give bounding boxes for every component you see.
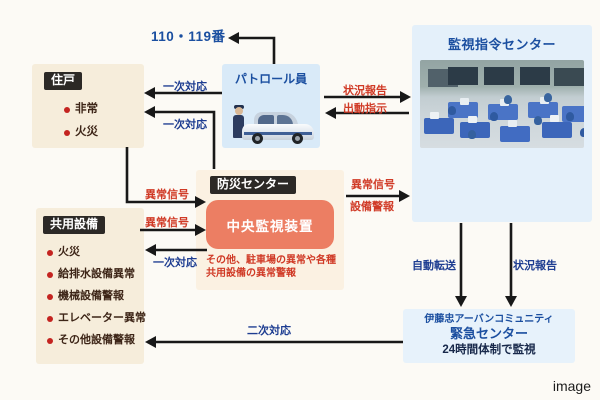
desks-icon: [424, 118, 454, 134]
wall-screens-icon: [448, 67, 478, 85]
arrowhead-right: [399, 190, 410, 202]
residence-box: 住戸 非常 火災: [32, 64, 144, 148]
image-credit-label: image: [552, 378, 591, 394]
patrol-car-illustration: [222, 89, 320, 147]
device-caption-line2: 共用設備の異常警報: [206, 268, 296, 279]
arrowhead-down: [455, 296, 467, 307]
control-room-photo: [420, 60, 584, 148]
facility-item-elevator: エレベーター異常: [47, 311, 146, 326]
shared-facilities-box: 共用設備 火災 給排水設備異常 機械設備警報 エレベーター異常 その他設備警報: [36, 208, 146, 364]
urgent-center-title: 緊急センター: [449, 326, 528, 341]
disaster-center-badge: 防災センター: [210, 176, 297, 194]
bullet-icon: [64, 129, 70, 136]
residence-item-emergency: 非常: [64, 102, 144, 117]
emergency-numbers-label: 110・119番: [151, 29, 226, 44]
facility-item-label: エレベーター異常: [58, 312, 146, 324]
monitors-icon: [430, 112, 439, 119]
residence-item-fire: 火災: [64, 125, 144, 140]
patrol-box: パトロール員: [222, 64, 320, 148]
auto-transfer-label: 自動転送: [412, 260, 456, 272]
car-window-icon: [277, 115, 293, 125]
bullet-icon: [47, 271, 53, 278]
status-report-label-1: 状況報告: [343, 85, 387, 97]
bullet-icon: [64, 106, 70, 113]
abnormal-signal-label-2: 異常信号: [145, 217, 189, 229]
arrowhead-down: [505, 296, 517, 307]
status-report-label-2: 状況報告: [513, 260, 557, 272]
abnormal-signal-label-3: 異常信号: [351, 179, 395, 191]
equipment-alarm-label: 設備警報: [350, 201, 394, 213]
primary-response-label-1: 一次対応: [163, 81, 207, 93]
facility-item-fire: 火災: [47, 245, 144, 260]
dispatch-order-label: 出動指示: [343, 103, 387, 115]
facility-item-machine: 機械設備警報: [47, 289, 144, 304]
arrowhead-left: [144, 106, 155, 118]
car-stripe-icon: [244, 132, 312, 135]
primary-response-label-2: 一次対応: [163, 119, 207, 131]
urgent-center-company: 伊藤忠アーバンコミュニティ: [424, 314, 554, 325]
arrowhead-left: [144, 87, 155, 99]
primary-response-label-3: 一次対応: [153, 257, 197, 269]
car-wheel-icon: [292, 133, 303, 144]
urgent-center-note: 24時間体制で監視: [442, 344, 536, 356]
facility-item-label: 給排水設備異常: [58, 268, 135, 280]
arrowhead-left: [325, 107, 336, 119]
secondary-response-label: 二次対応: [247, 325, 291, 337]
arrowhead-left: [145, 336, 156, 348]
device-caption: その他、駐車場の異常や各種 共用設備の異常警報: [206, 254, 344, 280]
facility-item-label: 機械設備警報: [58, 290, 124, 302]
bullet-icon: [47, 249, 53, 256]
operators-icon: [448, 106, 456, 115]
bullet-icon: [47, 315, 53, 322]
facility-item-water: 給排水設備異常: [47, 267, 144, 282]
abnormal-signal-label-1: 異常信号: [145, 189, 189, 201]
car-window-icon: [258, 115, 274, 125]
patrol-title: パトロール員: [234, 72, 308, 86]
guard-head-icon: [235, 107, 243, 115]
guard-body-icon: [233, 115, 244, 138]
command-center-box: 監視指令センター: [412, 25, 592, 222]
command-center-title: 監視指令センター: [447, 37, 556, 52]
shared-facilities-badge: 共用設備: [43, 216, 106, 234]
residence-item-label: 非常: [75, 103, 98, 115]
arrowhead-left: [228, 32, 239, 44]
bullet-icon: [47, 337, 53, 344]
arrow-patrol-to-110-119: [238, 36, 276, 64]
urgent-center-box: 伊藤忠アーバンコミュニティ 緊急センター 24時間体制で監視: [403, 309, 575, 363]
facility-item-label: 火災: [58, 246, 80, 258]
bullet-icon: [47, 293, 53, 300]
car-wheel-icon: [252, 133, 263, 144]
central-monitoring-device: 中央監視装置: [206, 200, 334, 249]
facility-item-other: その他設備警報: [47, 333, 144, 348]
residence-item-label: 火災: [75, 126, 98, 138]
facility-item-label: その他設備警報: [58, 334, 135, 346]
device-caption-line1: その他、駐車場の異常や各種: [206, 255, 336, 266]
disaster-center-box: 防災センター 中央監視装置 その他、駐車場の異常や各種 共用設備の異常警報: [196, 170, 344, 290]
arrowhead-right: [400, 91, 411, 103]
residence-badge: 住戸: [44, 72, 83, 90]
